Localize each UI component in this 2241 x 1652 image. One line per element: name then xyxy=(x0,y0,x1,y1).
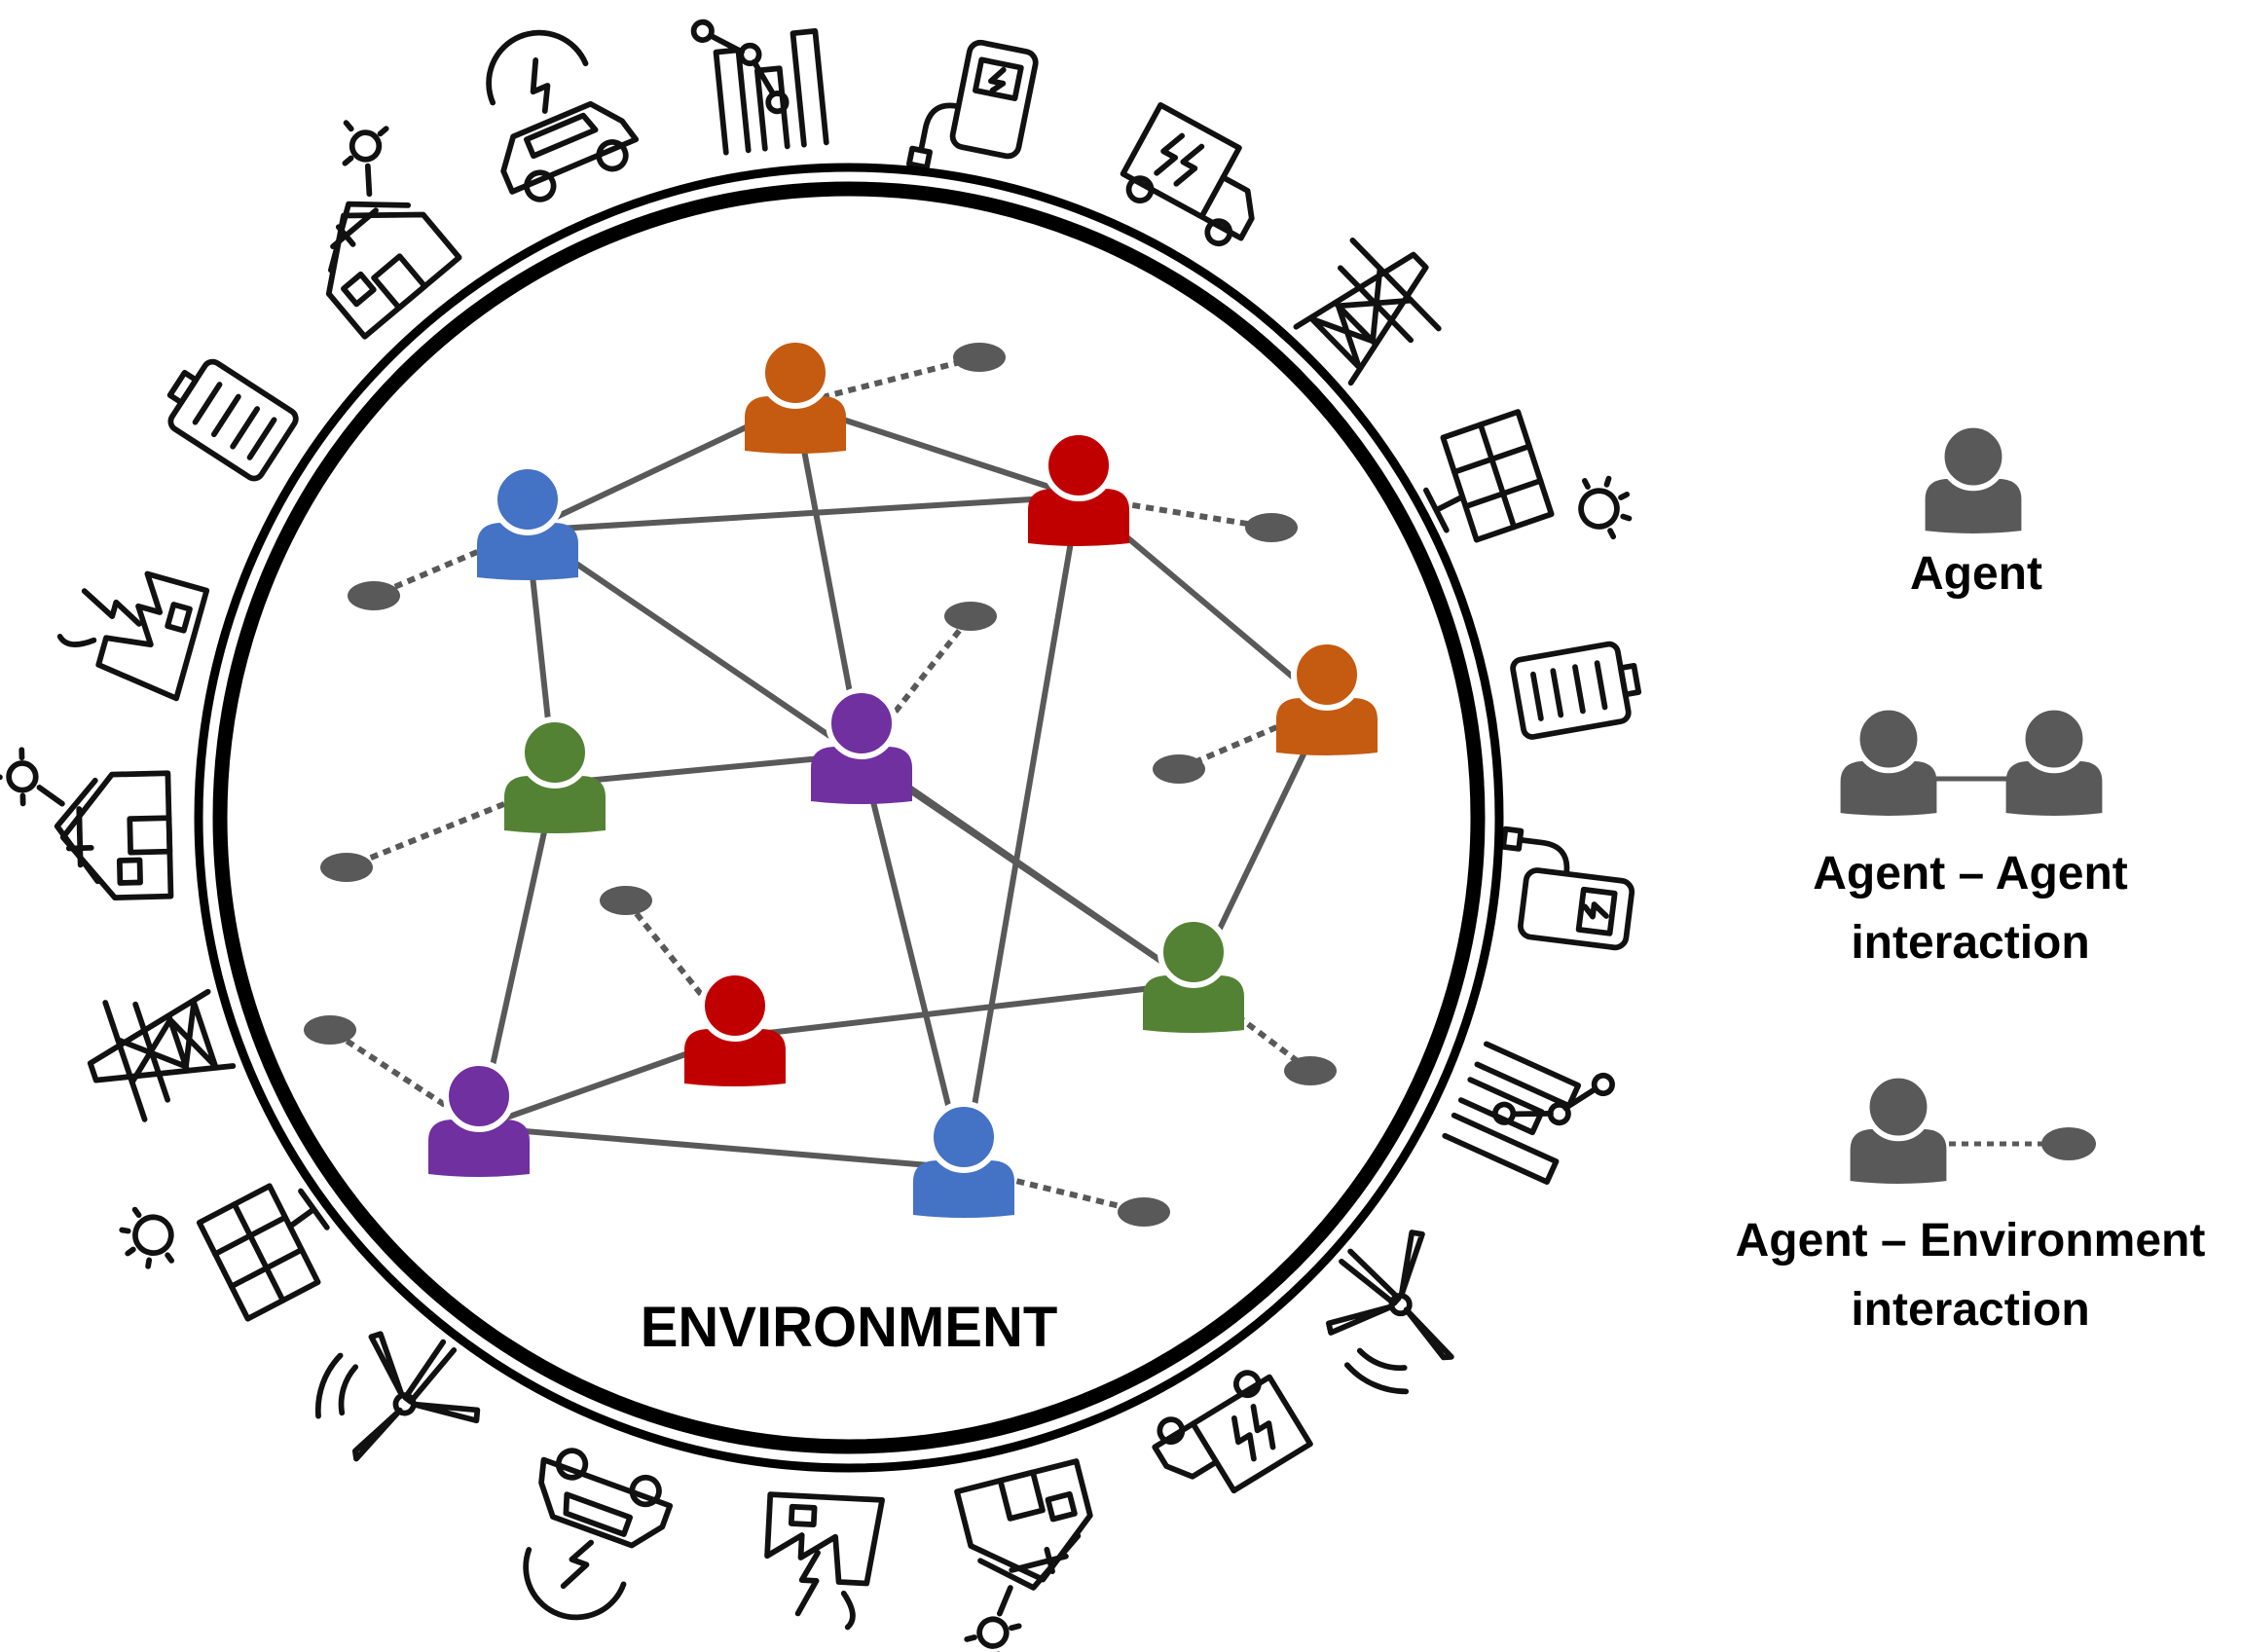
agent-red xyxy=(684,970,786,1086)
agent-head xyxy=(1854,704,1924,774)
agent-green xyxy=(504,716,606,833)
legend-agent-environment-label-2: interaction xyxy=(1851,1284,2089,1336)
agent-body xyxy=(1850,1128,1947,1184)
solar-house-icon xyxy=(0,747,174,900)
agent-body xyxy=(504,776,606,833)
environment-node xyxy=(320,853,373,882)
environment-node xyxy=(1284,1056,1337,1085)
agent-body xyxy=(1840,760,1937,816)
charging-station-icon xyxy=(1500,826,1635,951)
agent-head xyxy=(1291,639,1363,711)
agent-head xyxy=(1863,1072,1933,1142)
agent-agent-link xyxy=(734,980,1194,1040)
smart-grid-icon xyxy=(690,18,829,156)
agent-blue xyxy=(477,463,578,580)
power-plant-icon xyxy=(56,570,210,702)
agent-body xyxy=(811,747,912,804)
agent-head xyxy=(443,1060,515,1132)
power-plant-icon xyxy=(764,1491,886,1631)
legend-agent-person xyxy=(1840,704,1937,816)
agent-body xyxy=(2005,760,2103,816)
agent-environment-link xyxy=(345,781,557,870)
environment-node xyxy=(600,886,652,915)
agent-head xyxy=(492,463,564,535)
agent-agent-link xyxy=(478,1124,965,1171)
battery-icon xyxy=(166,358,299,482)
legend-agent-environment-icon xyxy=(1850,1072,2096,1184)
transmission-tower-icon xyxy=(1293,238,1442,386)
agent-head xyxy=(928,1101,1000,1173)
legend-agent-environment-label: Agent – Environment xyxy=(1736,1215,2206,1267)
agent-body xyxy=(913,1160,1014,1218)
environment-node xyxy=(953,343,1006,372)
agent-agent-link xyxy=(961,496,1082,1169)
ring-icons xyxy=(0,18,1642,1652)
agent-agent-link xyxy=(860,752,1195,986)
agent-body xyxy=(477,523,578,580)
charging-station-icon xyxy=(906,39,1039,170)
legend-agent-icon xyxy=(1925,422,2022,533)
agent-head xyxy=(759,337,831,409)
agent-head xyxy=(826,687,898,759)
environment-node xyxy=(944,602,997,631)
agent-body xyxy=(1028,489,1129,546)
environment-circle xyxy=(194,163,1504,1473)
battery-icon xyxy=(1510,641,1642,740)
agent-agent-link xyxy=(527,494,1080,533)
agent-purple xyxy=(428,1060,530,1177)
wind-turbine-icon xyxy=(314,1331,481,1462)
legend: Agent Agent – Agent interaction Agent – … xyxy=(1736,422,2206,1336)
agent-environment-link xyxy=(1192,980,1312,1074)
electric-truck-icon xyxy=(1152,1370,1313,1494)
agent-head xyxy=(1043,429,1115,501)
environment-label: ENVIRONMENT xyxy=(641,1296,1058,1359)
agent-body xyxy=(1925,478,2022,533)
solar-panel-icon xyxy=(1423,409,1633,543)
agent-agent-link xyxy=(859,753,967,1169)
agent-body xyxy=(745,396,846,454)
agent-head xyxy=(519,716,591,789)
legend-agent-person xyxy=(1925,422,2022,533)
agent-orange xyxy=(745,337,846,454)
legend-agent-agent-label-2: interaction xyxy=(1851,917,2089,969)
electric-truck-icon xyxy=(1120,102,1255,247)
legend-agent-agent-label: Agent – Agent xyxy=(1813,848,2128,899)
solar-house-icon xyxy=(954,1458,1093,1652)
environment-node xyxy=(1118,1197,1170,1227)
agent-body xyxy=(1143,975,1244,1033)
agent-orange xyxy=(1276,639,1378,755)
agent-blue xyxy=(913,1101,1014,1218)
agent-head xyxy=(699,970,771,1042)
electric-car-icon xyxy=(486,29,640,202)
agent-body xyxy=(684,1029,786,1086)
agent-body xyxy=(428,1120,530,1177)
solar-panel-icon xyxy=(119,1183,330,1322)
legend-environment-node xyxy=(2041,1127,2096,1160)
agent-head xyxy=(1938,422,2008,492)
agents xyxy=(428,337,1378,1218)
environment-node xyxy=(1153,754,1205,784)
environment-node xyxy=(304,1015,356,1045)
agent-green xyxy=(1143,916,1244,1033)
transmission-tower-icon xyxy=(87,988,237,1122)
wind-turbine-icon xyxy=(1325,1230,1454,1395)
agent-head xyxy=(1157,916,1230,988)
agent-head xyxy=(2019,704,2089,774)
legend-agent-person xyxy=(1850,1072,1947,1184)
legend-agent-person xyxy=(2005,704,2103,816)
agent-environment-link xyxy=(794,354,980,407)
electric-car-icon xyxy=(523,1448,674,1621)
environment-node xyxy=(1245,513,1298,542)
agent-agent-link xyxy=(554,752,863,787)
agent-purple xyxy=(811,687,912,804)
agent-body xyxy=(1276,698,1378,755)
environment-node xyxy=(348,581,400,610)
solar-house-icon xyxy=(325,120,462,340)
legend-agent-label: Agent xyxy=(1910,548,2042,600)
agent-red xyxy=(1028,429,1129,546)
legend-agent-agent-icon xyxy=(1840,704,2103,816)
smart-grid-icon xyxy=(1442,1041,1615,1185)
